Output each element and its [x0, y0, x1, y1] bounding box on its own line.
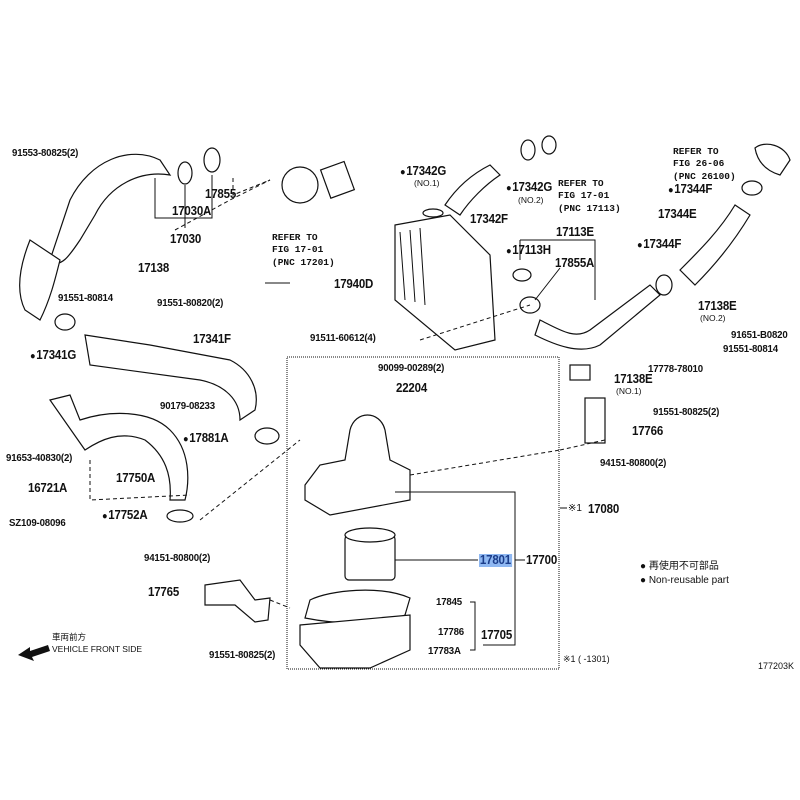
label-91651-B0820: 91651-B0820 [731, 329, 788, 341]
intake-pipe-left [19, 239, 61, 321]
label-91551-80814-left: 91551-80814 [58, 292, 113, 304]
label-22204: 22204 [396, 381, 428, 395]
label-17752A: 17752A [102, 509, 147, 522]
label-17113E: 17113E [556, 225, 594, 239]
label-17855A: 17855A [555, 256, 595, 270]
label-17765: 17765 [148, 585, 180, 599]
legend-jp: 再使用不可部品 [648, 561, 719, 572]
label-17342G-no2: 17342G [506, 181, 552, 194]
label-17766: 17766 [632, 424, 664, 438]
ref-fig-17-01-pnc-17113: REFER TO FIG 17-01 (PNC 17113) [558, 178, 621, 214]
label-17786: 17786 [438, 626, 464, 638]
bullet-icon: ● [640, 561, 647, 572]
label-94151-80800-left: 94151-80800(2) [144, 552, 211, 564]
bullet-icon: ● [640, 574, 647, 586]
vehicle-front-arrow-icon [18, 645, 50, 661]
label-17342G-no1: 17342G [400, 165, 446, 178]
label-17341F: 17341F [193, 332, 231, 346]
direction-en: VEHICLE FRONT SIDE [52, 644, 143, 654]
label-17855: 17855 [205, 187, 237, 201]
part-26100 [754, 143, 791, 176]
label-17750A: 17750A [116, 471, 156, 485]
pipe-17113E [534, 284, 661, 350]
legend-en: Non-reusable part [648, 574, 729, 586]
air-cleaner-cap [304, 414, 411, 516]
label-17344F-mid: 17344F [637, 238, 681, 251]
label-17080-prefix: ※1 [568, 503, 582, 514]
label-17801-highlighted[interactable]: 17801 [479, 553, 512, 567]
sub-no2: (NO.2) [518, 195, 544, 205]
label-17080: 17080 [588, 502, 620, 516]
hose-17855 [203, 147, 221, 173]
label-17341G: 17341G [30, 349, 76, 362]
sub-no2-17138E: (NO.2) [700, 313, 726, 323]
sub-no1-17138E: (NO.1) [616, 386, 642, 396]
label-17344E: 17344E [658, 207, 697, 221]
label-17030A: 17030A [172, 204, 212, 218]
hose-17344E [679, 204, 751, 286]
label-17138E-no1: 17138E [614, 372, 653, 386]
label-91553-80825: 91553-80825(2) [12, 147, 79, 159]
clamp-17341G [54, 313, 76, 331]
label-91653-40830: 91653-40830(2) [6, 452, 73, 464]
legend: ● 再使用不可部品 ● Non-reusable part [640, 560, 729, 587]
label-17845: 17845 [436, 596, 462, 608]
bracket-17765 [204, 579, 271, 623]
figure-code: 177203K [758, 661, 795, 671]
label-90179-08233: 90179-08233 [160, 400, 215, 412]
label-94151-80800-right: 94151-80800(2) [600, 457, 667, 469]
label-91551-80825-right: 91551-80825(2) [653, 406, 720, 418]
label-90099-00289: 90099-00289(2) [378, 362, 445, 374]
turbocharger [281, 166, 319, 204]
label-17700: 17700 [526, 553, 558, 567]
ref-fig-17-01-pnc-17201: REFER TO FIG 17-01 (PNC 17201) [272, 232, 335, 268]
bracket-17766 [584, 397, 606, 444]
label-17783A: 17783A [428, 645, 461, 657]
label-17138E-no2: 17138E [698, 299, 737, 313]
clamp-17881A [254, 427, 280, 445]
label-91551-80825-left: 91551-80825(2) [209, 649, 276, 661]
label-17138: 17138 [138, 261, 170, 275]
label-91511-60612: 91511-60612(4) [310, 332, 376, 344]
hose-17750A [49, 394, 189, 501]
direction-jp: 車両前方 [52, 632, 87, 642]
intake-hose-17030 [49, 153, 172, 264]
label-17881A: 17881A [183, 432, 228, 445]
label-SZ109-08096: SZ109-08096 [9, 517, 66, 529]
sub-no1: (NO.1) [414, 178, 440, 188]
intercooler-17940D [394, 214, 496, 351]
footnote: ※1 ( -1301) [563, 654, 610, 664]
ref-fig-26-06-pnc-26100: REFER TO FIG 26-06 (PNC 26100) [673, 146, 736, 182]
pipe-17341F [84, 334, 257, 422]
assembly-frame [286, 356, 560, 670]
label-17344F-top: 17344F [668, 183, 712, 196]
label-17705: 17705 [481, 628, 513, 642]
case-17705 [299, 614, 411, 669]
hose-17342F [444, 164, 501, 216]
clamp-17030A [177, 161, 193, 185]
label-16721A: 16721A [28, 481, 68, 495]
clamp-17752A [166, 509, 194, 523]
label-17940D: 17940D [334, 277, 374, 291]
label-91551-80814-right: 91551-80814 [723, 343, 778, 355]
label-91551-80820: 91551-80820(2) [157, 297, 224, 309]
label-17342F: 17342F [470, 212, 508, 226]
label-17778-78010: 17778-78010 [648, 363, 703, 375]
label-17030: 17030 [170, 232, 202, 246]
label-17113H: 17113H [506, 244, 551, 257]
